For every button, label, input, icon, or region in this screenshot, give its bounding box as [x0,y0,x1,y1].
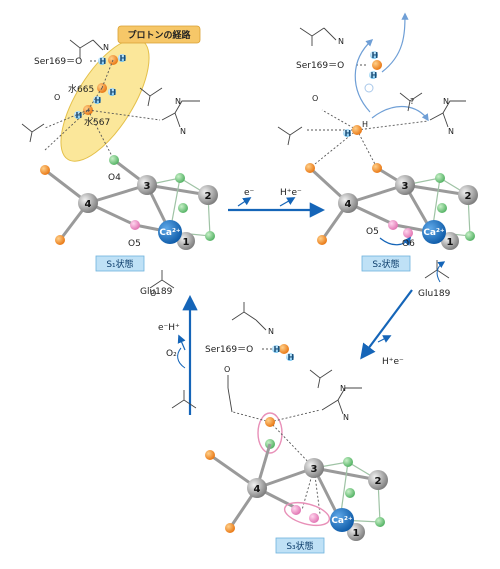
svg-text:H: H [362,120,368,129]
svg-text:1: 1 [447,237,454,248]
ca-atom [158,220,182,244]
ser169-top-carbonyl [69,39,94,58]
svg-text:N: N [443,97,449,106]
svg-text:1: 1 [353,528,360,539]
svg-text:H: H [274,345,281,354]
svg-text:H: H [110,88,117,97]
svg-text:2: 2 [465,191,472,202]
o5-atom-s2 [388,220,398,230]
svg-text:4: 4 [85,199,92,210]
svg-text:3: 3 [402,181,409,192]
state-badge-s1 [95,255,145,272]
arrow-s3-s1: e⁻H⁺ O₂ [158,294,198,415]
svg-text:3: 3 [144,181,151,192]
glu189-label-s1: Glu189 [140,287,173,297]
carboxylate [139,87,163,107]
s2-s3-label: H⁺e⁻ [382,357,404,367]
arrow-s1-s2: e⁻ H⁺e⁻ [228,188,326,218]
ser169-top-n-label: N [103,43,109,52]
svg-text:O: O [312,94,318,103]
glu189-label-s2: Glu189 [418,289,451,299]
mn-atom-3 [137,175,157,195]
water665-label: 水665 [68,83,94,95]
svg-text:Ca²⁺: Ca²⁺ [423,228,445,238]
svg-text:S₃状態: S₃状態 [286,540,313,552]
proton-path-label-box [117,25,201,44]
svg-text:4: 4 [345,199,352,210]
s1-s2-label-1: e⁻ [244,188,255,198]
svg-text:N: N [268,327,274,336]
state-badge-s3 [275,537,325,554]
svg-text:N: N [338,37,344,46]
ser169-label-s2: Ser169＝O [296,61,344,71]
svg-text:Ca²⁺: Ca²⁺ [331,516,353,526]
svg-text:O: O [224,365,230,374]
svg-text:N: N [175,97,181,106]
svg-text:O: O [150,289,156,298]
svg-text:H: H [120,54,127,63]
o5-label: O5 [128,239,141,249]
mn-atom-2 [198,185,218,205]
water567-label: 水567 [84,116,110,128]
mn-atom-1 [177,232,195,250]
o6-atom-s2 [403,228,413,238]
arrow-s2-s3: H⁺e⁻ [360,289,413,367]
highlight-ring [283,501,331,527]
svg-text:N: N [340,384,346,393]
carboxylate [21,123,45,143]
panel-s3: N Ser169＝O H H O N N 4 [171,302,388,554]
ser169-top-bond [92,39,104,51]
svg-text:4: 4 [254,484,261,495]
s3-s1-label-1: e⁻H⁺ [158,323,180,333]
svg-text:Ca²⁺: Ca²⁺ [159,228,181,238]
o6-label-s2: O6 [402,239,415,249]
mn-atom-4 [78,193,98,213]
svg-text:H: H [288,353,295,362]
o4-atom [109,155,119,165]
svg-text:H: H [371,71,378,80]
highlight-ring [257,412,283,454]
unknown-marker: ? [410,97,414,106]
ser169-label: Ser169＝O [34,57,82,67]
ser169-label-s3: Ser169＝O [205,345,253,355]
panel-s2: N Ser169＝O H H ? O N N H H [277,12,478,299]
svg-text:H: H [76,111,83,120]
svg-text:S₂状態: S₂状態 [372,258,399,270]
svg-text:N: N [343,413,349,422]
svg-text:H: H [345,129,352,138]
o4-label: O4 [108,173,121,183]
svg-text:1: 1 [183,237,190,248]
svg-text:H: H [95,96,102,105]
svg-text:3: 3 [311,464,318,475]
arginine-group [161,100,200,128]
svg-text:O: O [54,93,60,102]
glu189-group [149,270,175,289]
panel-s1: プロトンの経路 N Ser169＝O 水665 水567 H H H H H O… [21,25,218,298]
svg-text:H: H [372,51,379,60]
svg-text:H: H [100,57,107,66]
o5-atom [130,220,140,230]
svg-text:N: N [448,127,454,136]
o5-label-s2: O5 [366,227,379,237]
oxygen-atom [55,235,65,245]
s1-s2-label-2: H⁺e⁻ [280,188,302,198]
svg-text:2: 2 [205,191,212,202]
oxygen-atom [40,165,50,175]
svg-text:N: N [180,127,186,136]
proton-path-label: プロトンの経路 [127,29,191,41]
state-badge-s2 [361,255,411,272]
svg-text:S₁状態: S₁状態 [106,258,133,270]
svg-text:2: 2 [375,476,382,487]
s3-s1-label-2: O₂ [166,349,177,359]
